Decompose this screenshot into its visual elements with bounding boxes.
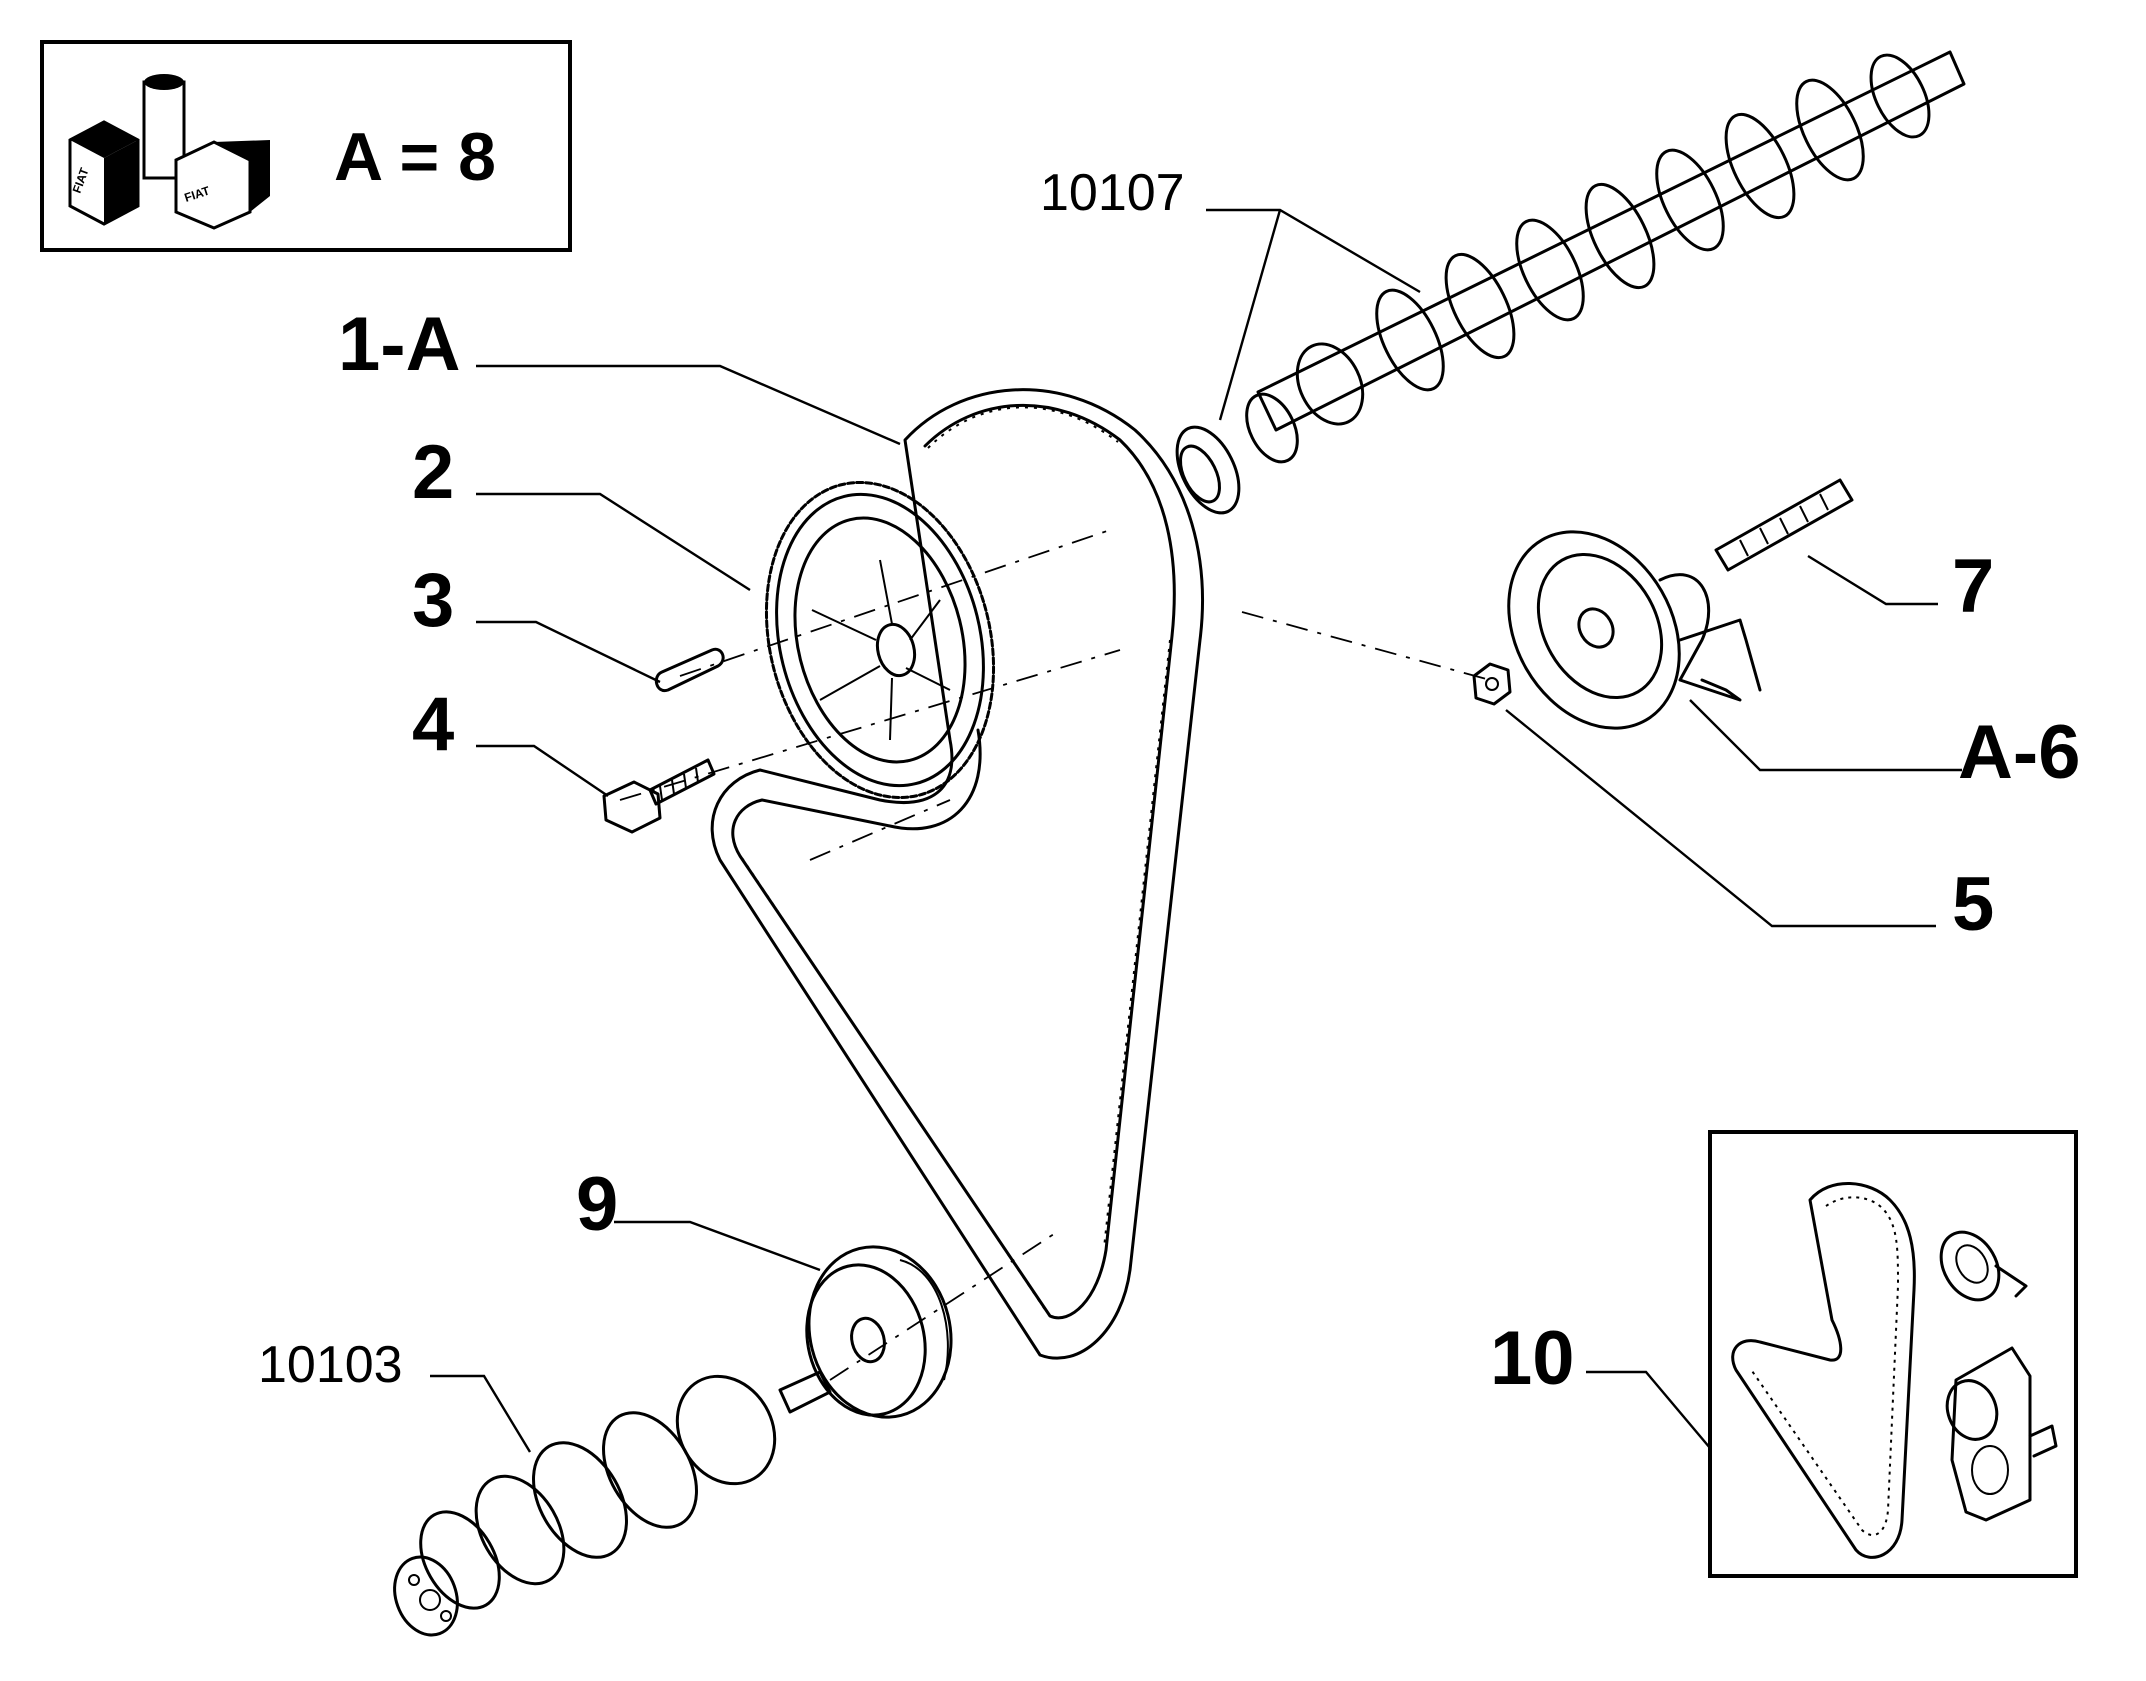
fiat-parts-logo: FIAT FIAT [68,74,270,230]
label-bolt: 4 [412,682,454,767]
label-pin: 3 [412,558,454,643]
tensioner-nut [1472,662,1512,706]
camshaft [1175,50,1966,515]
crankshaft-pulley [805,1245,953,1419]
legend-box: FIAT FIAT A = 8 [40,40,572,252]
kit-belt-icon [1731,1182,1916,1559]
tensioner-stud [1714,478,1854,572]
label-kit: 10 [1490,1316,1575,1401]
pulley-bolt [602,758,716,834]
label-tensioner-nut: 5 [1952,862,1994,947]
dowel-pin [654,647,725,693]
label-camshaft-pulley: 2 [412,430,454,515]
callout-labels: 10107 1-A 2 3 4 7 A-6 5 9 10103 10 [258,164,2080,1401]
label-crankshaft-ref: 10103 [258,1336,403,1394]
label-crank-pulley: 9 [576,1162,618,1247]
kit-inset-box [1708,1130,2078,1578]
label-stud: 7 [1952,544,1994,629]
assembly-axes [619,529,1491,1381]
legend-formula: A = 8 [334,119,496,195]
kit-water-pump-icon [1945,1346,2058,1522]
camshaft-pulley [764,480,996,800]
kit-tensioner-icon [1939,1230,2028,1302]
crankshaft [393,1370,832,1637]
label-belt: 1-A [338,302,460,387]
label-tensioner: A-6 [1958,710,2080,795]
leader-lines [430,208,1962,1453]
label-camshaft-ref: 10107 [1040,164,1185,222]
timing-belt [710,388,1204,1360]
belt-tensioner [1507,530,1762,730]
